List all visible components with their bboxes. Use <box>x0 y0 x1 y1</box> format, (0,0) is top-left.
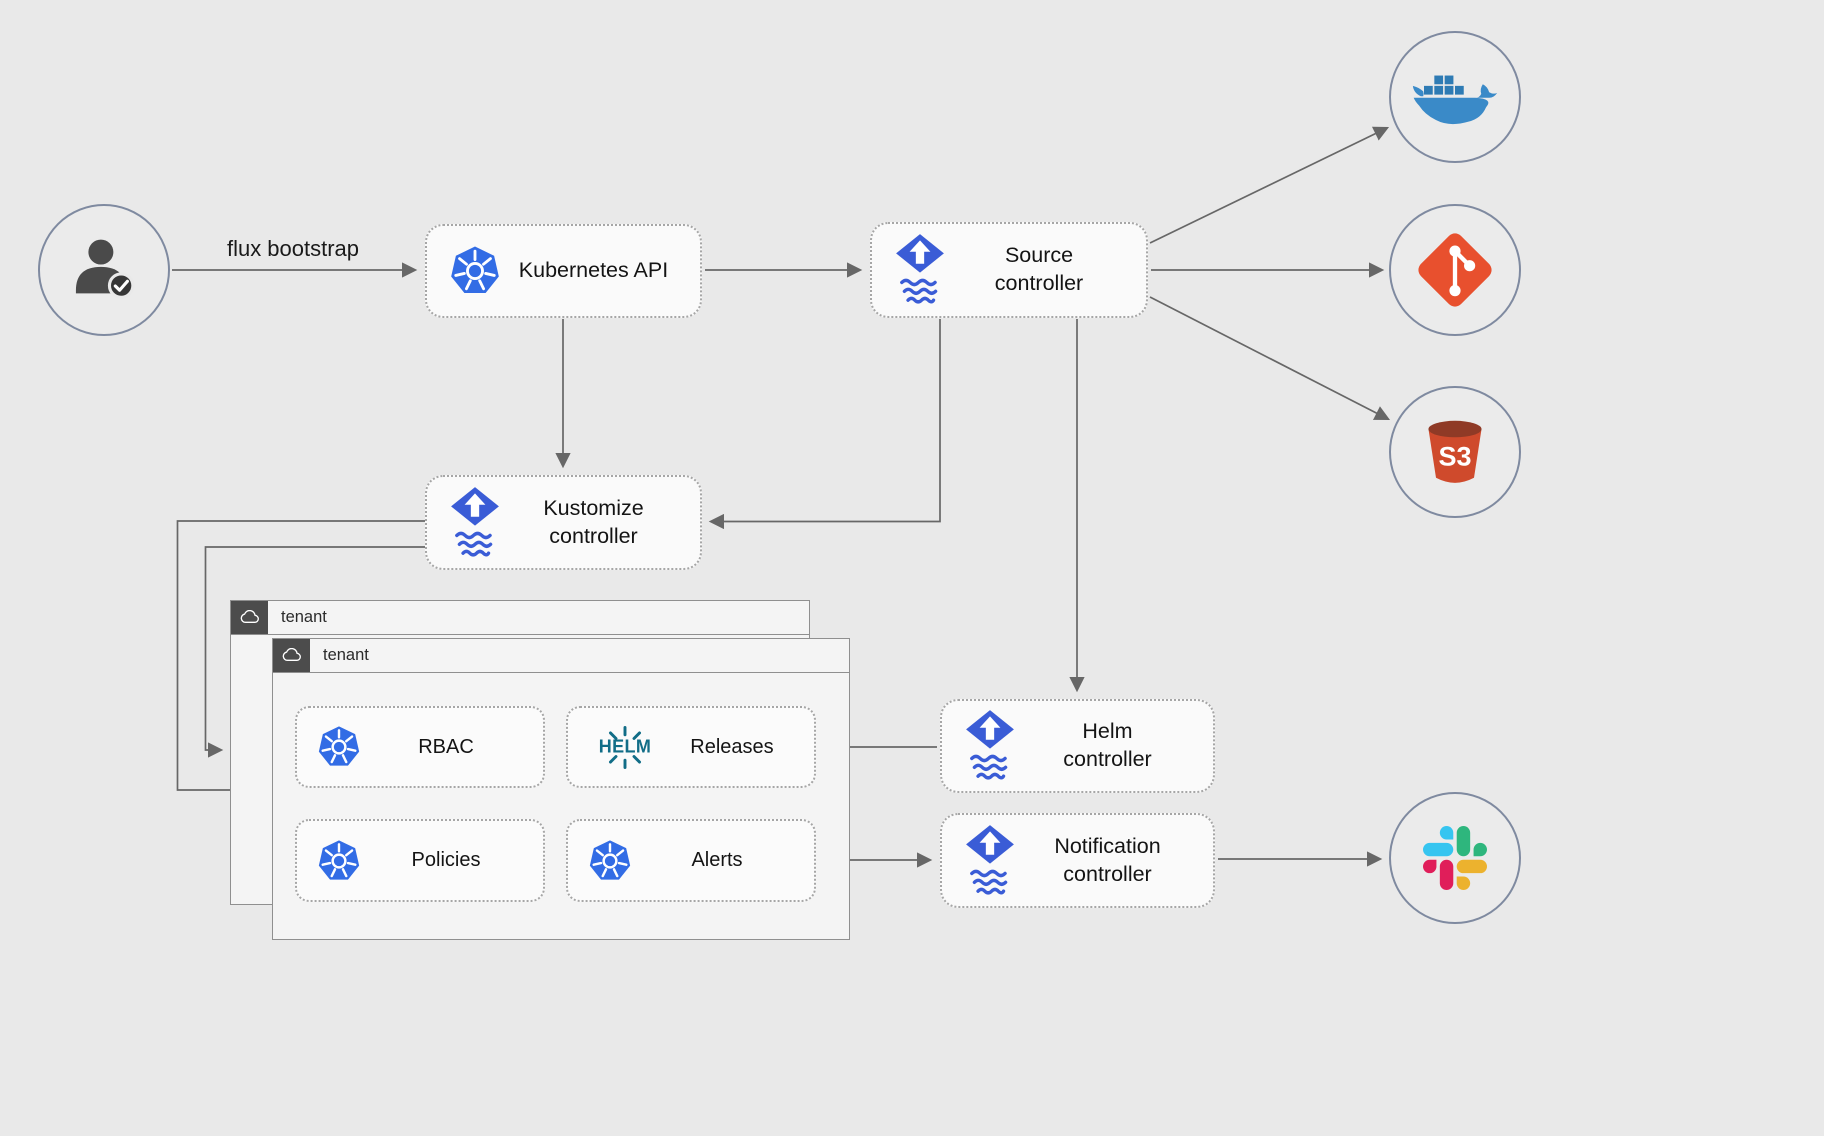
user-node <box>38 204 170 336</box>
kubernetes-icon <box>317 839 361 883</box>
s3-logo-text: S3 <box>1438 441 1472 472</box>
tenant-front-label: tenant <box>323 646 369 664</box>
slack-node <box>1389 792 1521 924</box>
releases-label: Releases <box>690 735 774 758</box>
kubernetes-icon <box>588 839 632 883</box>
flux-bootstrap-label: flux bootstrap <box>226 236 360 261</box>
notification-controller-label: Notification controller <box>1054 833 1161 886</box>
rbac-node: RBAC <box>295 706 545 788</box>
docker-registry-node <box>1389 31 1521 163</box>
source-controller-node: Source controller <box>870 222 1148 318</box>
slack-icon <box>1423 826 1487 890</box>
edge-source-controller-to-kustomize-controller <box>708 319 941 530</box>
rbac-label: RBAC <box>418 735 474 758</box>
edge-source-controller-to-s3 <box>1149 296 1391 421</box>
policies-node: Policies <box>295 819 545 902</box>
docker-icon <box>1411 66 1499 128</box>
s3-bucket-icon: S3 <box>1419 414 1491 490</box>
kustomize-controller-node: Kustomize controller <box>425 475 702 570</box>
user-check-icon <box>65 231 143 309</box>
helm-logo-text: HELM <box>598 736 652 757</box>
flux-icon <box>964 709 1016 783</box>
flux-icon <box>449 486 501 560</box>
kubernetes-api-node: Kubernetes API <box>425 224 702 318</box>
tenant-back-label: tenant <box>281 608 327 626</box>
alerts-label: Alerts <box>691 849 743 871</box>
git-icon <box>1412 227 1498 313</box>
tenant-back-header: tenant <box>231 601 809 635</box>
helm-controller-node: Helm controller <box>940 699 1215 793</box>
notification-controller-node: Notification controller <box>940 813 1215 908</box>
kubernetes-icon <box>317 725 361 769</box>
cloud-icon <box>231 601 268 634</box>
edge-kustomize-controller-to-tenant-back <box>204 546 425 758</box>
source-controller-label: Source controller <box>994 243 1084 295</box>
releases-node: HELM Releases <box>566 706 816 788</box>
helm-icon: HELM <box>588 723 662 771</box>
git-repository-node <box>1389 204 1521 336</box>
edge-source-controller-to-docker <box>1149 126 1390 244</box>
kubernetes-api-label: Kubernetes API <box>518 258 669 283</box>
flux-icon <box>894 233 946 307</box>
kustomize-controller-label: Kustomize controller <box>543 495 644 548</box>
tenant-front-header: tenant <box>273 639 849 673</box>
policies-label: Policies <box>411 849 481 871</box>
kubernetes-icon <box>449 245 501 297</box>
cloud-icon <box>273 639 310 672</box>
helm-controller-label: Helm controller <box>1063 719 1152 771</box>
flux-icon <box>964 824 1016 898</box>
alerts-node: Alerts <box>566 819 816 902</box>
edge-kustomize-controller-to-tenant-front <box>176 520 425 798</box>
s3-bucket-node: S3 <box>1389 386 1521 518</box>
